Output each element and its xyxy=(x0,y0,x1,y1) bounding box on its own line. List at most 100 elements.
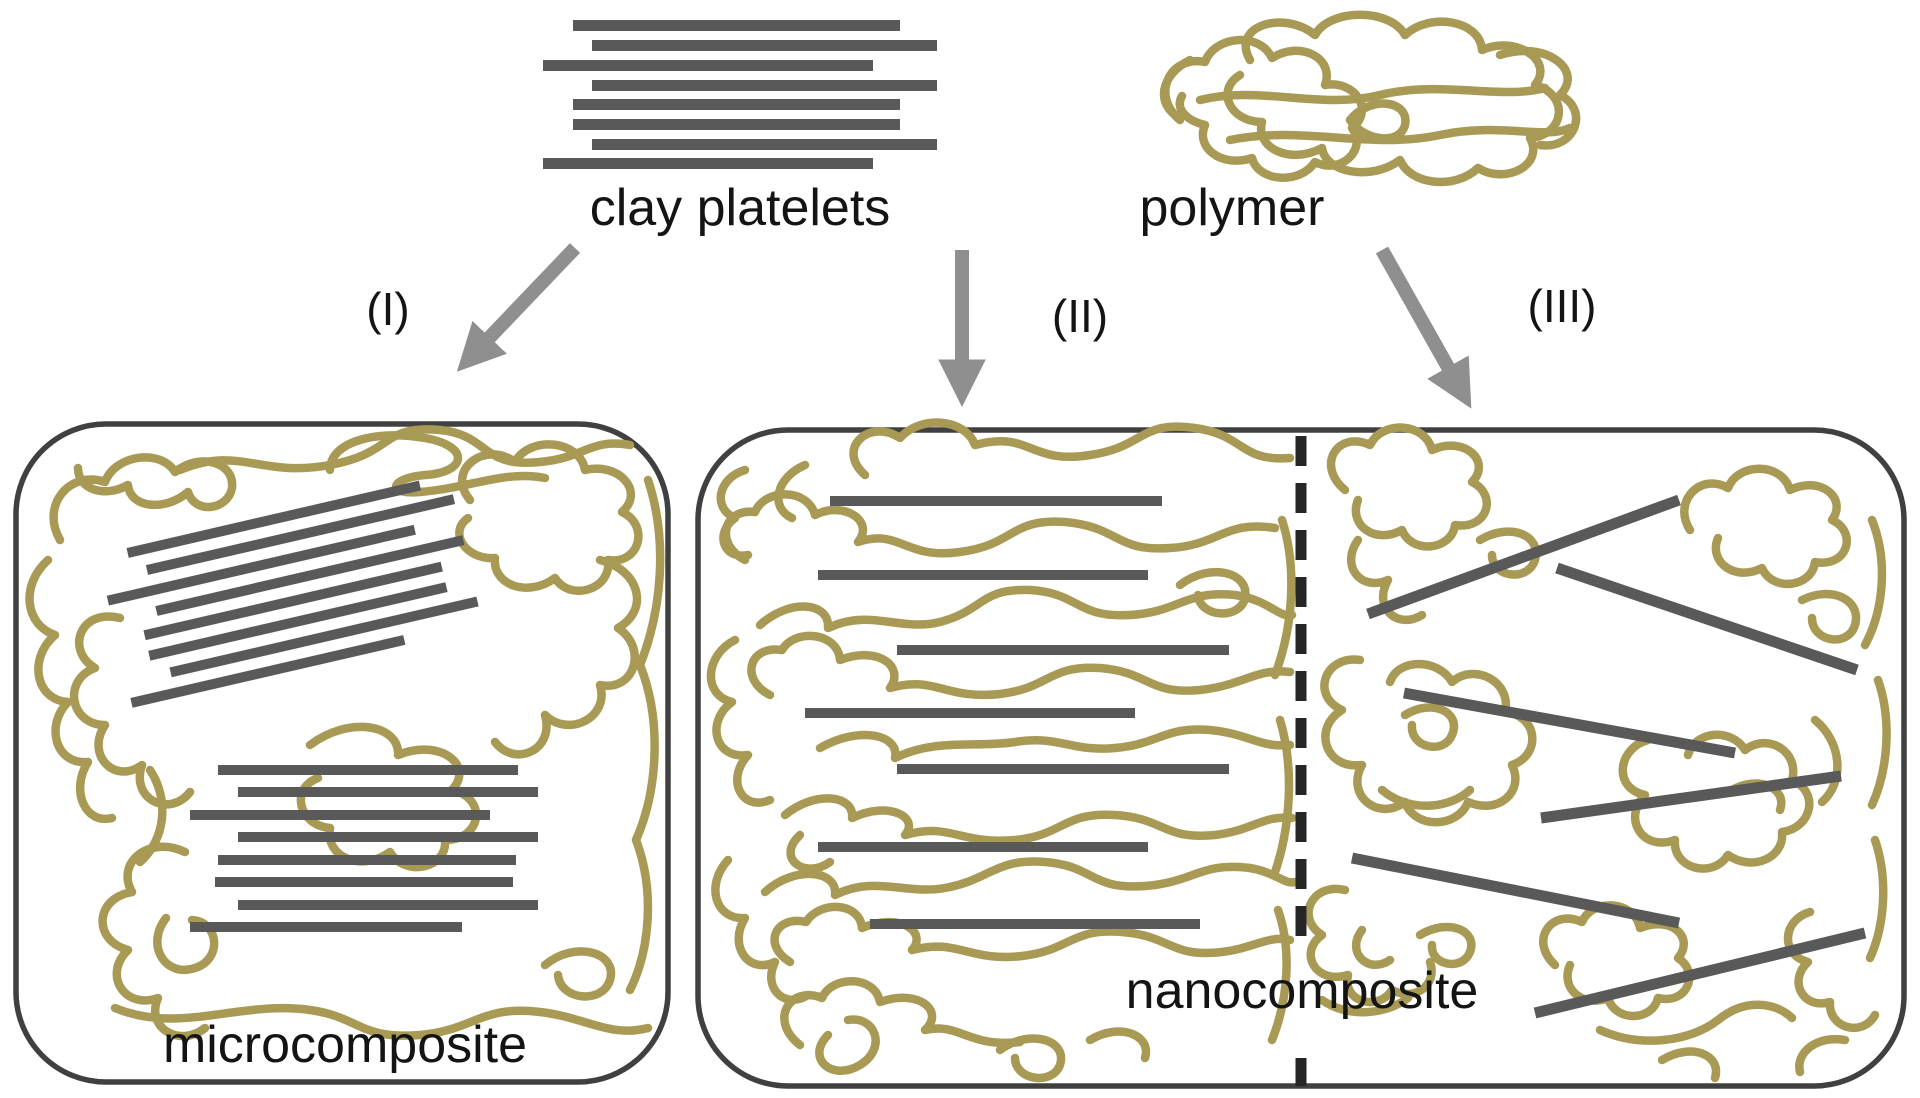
polymer-chain xyxy=(1400,703,1459,751)
polymer-coil xyxy=(1159,10,1581,187)
polymer-chain xyxy=(1267,515,1296,1045)
clay-platelet-bar xyxy=(897,645,1229,655)
clay-platelet-bar xyxy=(573,119,900,130)
polymer-chain xyxy=(1159,55,1195,123)
polymer-label: polymer xyxy=(1140,179,1325,237)
route-i-label: (I) xyxy=(366,283,409,335)
polymer-chain xyxy=(69,612,195,809)
clay-platelet-bar xyxy=(592,80,937,91)
clay-platelet-bar xyxy=(106,524,416,606)
polymer-chain xyxy=(1317,993,1413,1017)
clay-platelet-bar xyxy=(1403,687,1736,759)
polymer-chain xyxy=(747,631,1295,700)
clay-platelet-bar xyxy=(592,40,937,51)
route-arrows xyxy=(456,243,1472,409)
polymer-chain xyxy=(1783,907,1880,1077)
polymer-chain xyxy=(1347,535,1427,625)
polymer-chain xyxy=(1345,99,1410,143)
clay-platelet-bar xyxy=(1540,770,1842,824)
clay-platelet-bar xyxy=(573,20,900,31)
polymer-chain xyxy=(815,725,1295,763)
polymer-chain xyxy=(1326,423,1491,551)
clay-platelet-bar xyxy=(870,919,1200,929)
polymer-chain xyxy=(325,431,550,497)
polymer-chain xyxy=(1797,589,1861,644)
polymer-chain xyxy=(1320,655,1537,827)
arrow-route-i xyxy=(456,243,581,372)
clay-platelet-bar xyxy=(218,855,516,865)
clay-platelet-bar xyxy=(543,60,873,71)
clay-platelet-bar xyxy=(1366,494,1681,620)
polymer-chain xyxy=(1304,884,1436,1007)
polymer-chain xyxy=(1657,1047,1721,1083)
polymer-chain xyxy=(1415,922,1476,969)
polymer-chain xyxy=(25,555,117,824)
polymer-chain xyxy=(755,585,1297,633)
polymer-chain xyxy=(1223,10,1564,187)
clay-platelet-bar xyxy=(238,787,538,797)
clay-platelet-bar xyxy=(805,708,1135,718)
micro-tilted-clay-stack xyxy=(106,480,479,708)
nanocomposite-label: nanocomposite xyxy=(1126,962,1479,1020)
clay-platelet-bar xyxy=(143,561,443,641)
clay-platelet-bar xyxy=(543,158,873,169)
clay-platelet-bar xyxy=(1555,562,1859,676)
nano-exfoliated-clay-bars xyxy=(1350,494,1867,1019)
clay-platelet-bar xyxy=(830,496,1162,506)
polymer-chain xyxy=(780,794,1297,845)
clay-platelet-bar xyxy=(218,765,518,775)
nanocomposite-intercalated-polymer xyxy=(706,418,1300,1083)
clay-platelets-label: clay platelets xyxy=(590,179,891,237)
polymer-chain xyxy=(995,1027,1151,1083)
clay-platelet-bar xyxy=(1350,852,1681,929)
clay-platelet-bar xyxy=(190,810,490,820)
clay-platelet-bar xyxy=(215,877,513,887)
polymer-chain xyxy=(770,902,1295,967)
polymer-chain xyxy=(1680,464,1851,588)
polymer-chain xyxy=(1495,46,1581,150)
clay-platelet-bar xyxy=(818,570,1148,580)
polymer-chain xyxy=(760,857,1300,900)
polymer-chain xyxy=(490,555,642,759)
clay-platelet-bar xyxy=(897,764,1229,774)
polymer-chain xyxy=(786,830,835,873)
clay-platelet-bar xyxy=(148,582,448,661)
clay-platelet-bar xyxy=(169,596,479,678)
polymer-chain xyxy=(625,475,665,995)
clay-platelet-bar xyxy=(126,480,422,558)
clay-platelet-bar xyxy=(592,139,937,150)
clay-platelet-bar xyxy=(238,900,538,910)
polymer-chain xyxy=(721,490,1280,565)
nano-intercalated-clay-bars xyxy=(805,496,1229,929)
clay-platelet-bar xyxy=(238,832,538,842)
clay-platelets-stack xyxy=(543,20,937,169)
microcomposite-label: microcomposite xyxy=(163,1016,527,1074)
polymer-chain xyxy=(455,440,643,595)
polymer-chain xyxy=(1860,515,1887,650)
polymer-chain xyxy=(711,855,813,1005)
clay-platelet-bar xyxy=(155,535,465,616)
microcomposite-polymer xyxy=(25,425,665,1041)
polymer-chain xyxy=(1377,785,1475,810)
clay-platelet-bar xyxy=(130,635,406,708)
clay-platelet-bar xyxy=(145,494,456,575)
polymer-chain xyxy=(540,947,616,1001)
polymer-chain xyxy=(49,453,237,545)
route-ii-label: (II) xyxy=(1052,290,1108,342)
arrow-route-iii xyxy=(1375,246,1472,409)
polymer-chain xyxy=(110,1003,653,1040)
polymer-chain xyxy=(716,465,753,560)
micro-horizontal-clay-stack xyxy=(190,765,538,932)
microcomposite-box: microcomposite xyxy=(13,421,671,1085)
polymer-chain xyxy=(706,635,775,807)
polymer-chain xyxy=(175,425,635,475)
clay-platelet-bar xyxy=(190,922,462,932)
clay-platelet-bar xyxy=(573,99,900,110)
polymer-chain xyxy=(849,418,1295,480)
polymer-chain xyxy=(1618,730,1814,873)
polymer-chain xyxy=(1810,715,1842,807)
clay-platelet-bar xyxy=(1533,927,1867,1019)
polymer-chain xyxy=(1195,83,1550,105)
